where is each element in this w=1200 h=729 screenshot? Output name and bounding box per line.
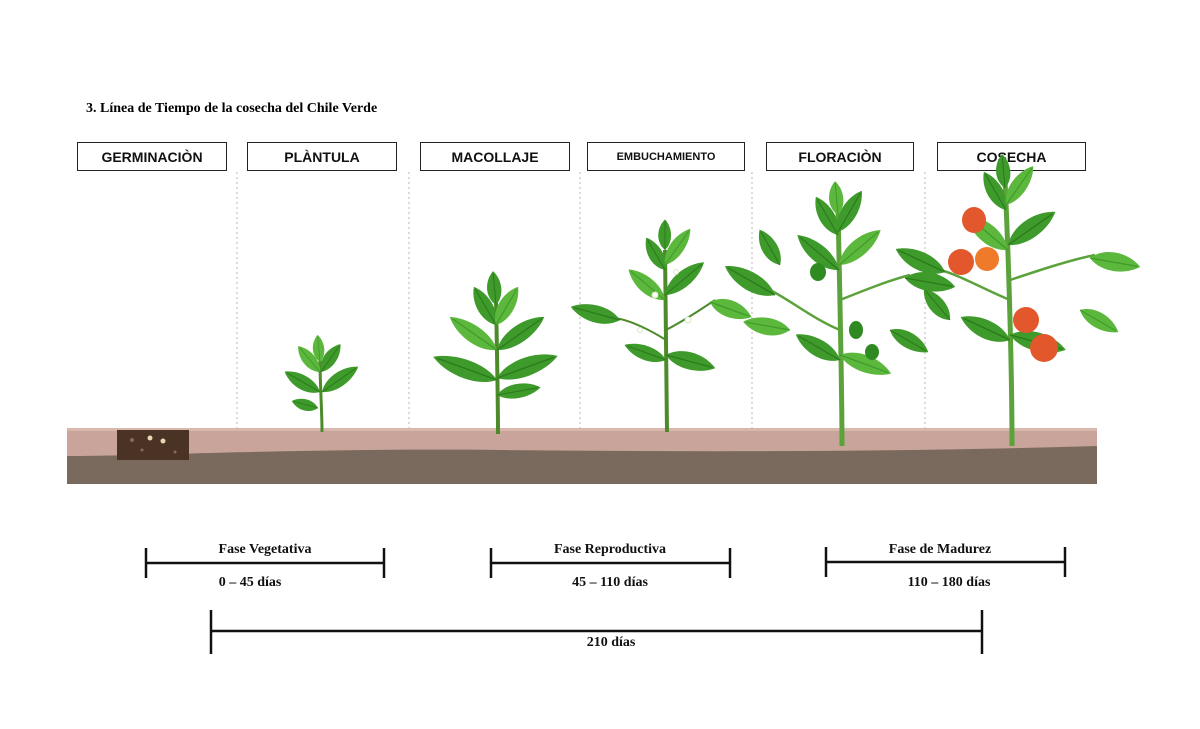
phase-reproductiva-duration: 45 – 110 días bbox=[572, 575, 648, 590]
phase-brackets bbox=[144, 547, 1067, 654]
phase-vegetativa-name: Fase Vegetativa bbox=[218, 542, 312, 557]
soil-ground bbox=[67, 428, 1097, 484]
plant-cosecha bbox=[890, 153, 1143, 447]
plant-floracion bbox=[719, 180, 958, 447]
phase-reproductiva-name: Fase Reproductiva bbox=[553, 542, 667, 557]
phase-madurez-name: Fase de Madurez bbox=[888, 542, 992, 557]
phase-bracket-madurez bbox=[824, 547, 1067, 577]
plant-embuchamiento bbox=[567, 218, 756, 433]
phase-bracket-vegetativa bbox=[144, 548, 386, 578]
seed-soil-patch bbox=[117, 430, 189, 460]
phase-madurez-duration: 110 – 180 días bbox=[907, 575, 991, 590]
stage-label-floracion: FLORACIÒN bbox=[766, 142, 914, 171]
stage-label-embuchamiento: EMBUCHAMIENTO bbox=[587, 142, 745, 171]
total-bracket bbox=[209, 610, 984, 654]
stage-label-macollaje: MACOLLAJE bbox=[420, 142, 570, 171]
stage-dividers bbox=[236, 172, 926, 430]
total-duration: 210 días bbox=[586, 635, 636, 650]
phase-vegetativa-duration: 0 – 45 días bbox=[218, 575, 282, 590]
plant-seedling bbox=[280, 334, 363, 433]
stage-label-plantula: PLÀNTULA bbox=[247, 142, 397, 171]
stage-label-cosecha: COSECHA bbox=[937, 142, 1086, 171]
phase-bracket-reproductiva bbox=[489, 548, 732, 578]
plant-macollaje bbox=[428, 270, 562, 435]
stage-label-germinacion: GERMINACIÒN bbox=[77, 142, 227, 171]
page-title: 3. Línea de Tiempo de la cosecha del Chi… bbox=[86, 101, 378, 116]
